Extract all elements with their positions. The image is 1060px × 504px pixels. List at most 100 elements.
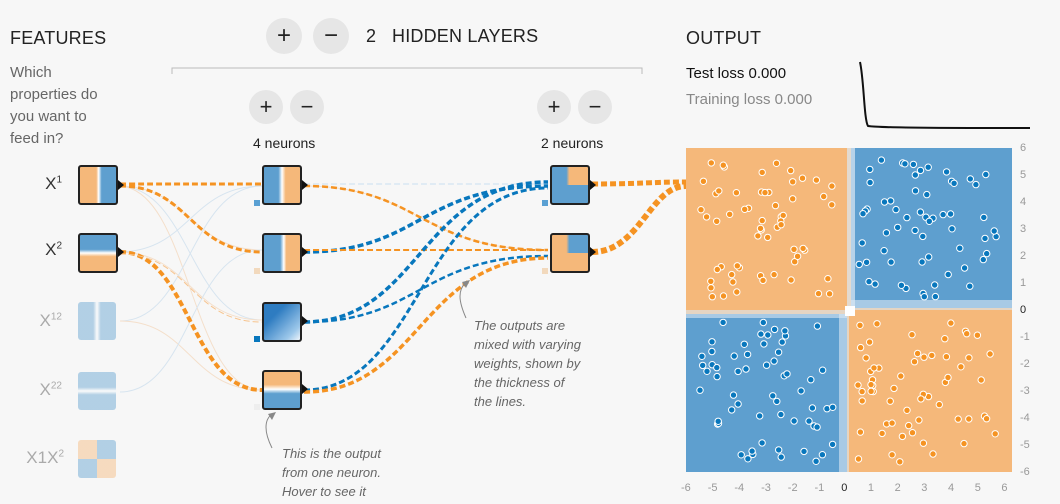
data-point <box>855 260 863 269</box>
data-point <box>916 208 925 216</box>
data-point <box>764 331 772 339</box>
x-tick-label: -5 <box>707 482 718 494</box>
remove-neuron-layer1-button[interactable]: − <box>290 90 324 124</box>
data-point <box>769 392 777 400</box>
neuron-l2-1[interactable] <box>550 165 590 205</box>
data-point <box>770 325 779 334</box>
data-point <box>713 372 721 381</box>
data-point <box>948 225 956 233</box>
neuron-l1-1[interactable] <box>262 165 302 205</box>
add-neuron-layer1-button[interactable]: + <box>249 90 283 124</box>
hidden-layers-bracket <box>171 67 643 74</box>
data-point <box>911 171 919 179</box>
data-point <box>812 457 820 465</box>
test-loss: Test loss 0.000 <box>686 65 787 82</box>
data-point <box>715 187 723 195</box>
data-point <box>886 397 894 405</box>
data-point <box>707 284 715 292</box>
feature-tile-x1[interactable] <box>78 165 118 205</box>
y-tick-label: 6 <box>1020 142 1027 154</box>
data-point <box>887 197 895 205</box>
data-point <box>910 358 919 366</box>
neuron-l1-3[interactable] <box>262 302 302 342</box>
layer2-links <box>303 180 549 394</box>
data-point <box>920 353 928 361</box>
data-point <box>854 381 862 389</box>
data-point <box>877 156 886 164</box>
x-tick-label: 4 <box>948 482 955 494</box>
x-tick-label: 3 <box>921 482 928 494</box>
data-point <box>888 451 896 459</box>
data-point <box>699 177 708 186</box>
data-point <box>772 159 781 168</box>
data-point <box>828 182 836 190</box>
neuron-l1-4[interactable] <box>262 370 302 410</box>
data-point <box>960 264 969 272</box>
remove-neuron-layer2-button[interactable]: − <box>578 90 612 124</box>
data-point <box>950 179 958 188</box>
data-point <box>856 321 864 329</box>
data-point <box>923 190 931 199</box>
data-point <box>931 281 939 289</box>
data-point <box>719 292 728 300</box>
data-point <box>699 361 707 370</box>
output-links <box>591 179 687 255</box>
data-point <box>903 213 911 222</box>
data-point <box>919 439 928 447</box>
data-point <box>871 280 879 288</box>
data-point <box>756 412 764 420</box>
data-point <box>944 373 952 382</box>
data-point <box>698 352 706 360</box>
data-point <box>748 447 756 455</box>
data-point <box>856 343 865 352</box>
data-point <box>966 282 974 290</box>
remove-layer-button[interactable]: − <box>313 18 349 54</box>
data-point <box>805 417 813 425</box>
data-point <box>733 288 741 296</box>
data-point <box>789 195 797 203</box>
hidden-layers-label: HIDDEN LAYERS <box>392 26 539 46</box>
data-point <box>873 320 881 328</box>
data-point <box>790 417 798 425</box>
data-point <box>771 201 780 210</box>
data-point <box>918 258 926 266</box>
data-point <box>729 391 738 399</box>
data-point <box>920 293 928 301</box>
data-point <box>800 447 808 456</box>
data-point <box>979 255 987 264</box>
neuron-l2-2[interactable] <box>550 233 590 273</box>
data-point <box>880 247 888 255</box>
data-point <box>777 221 785 229</box>
feature-tile-x1-squared[interactable] <box>78 302 116 340</box>
data-point <box>743 350 752 359</box>
x-tick-label: 5 <box>974 482 981 494</box>
data-point <box>797 387 805 395</box>
data-point <box>775 446 783 454</box>
feature-label-x2: X2 <box>45 240 62 259</box>
data-point <box>760 340 768 348</box>
feature-tile-x1x2[interactable] <box>78 440 116 478</box>
data-point <box>973 331 982 339</box>
data-point <box>729 278 737 286</box>
y-tick-label: 1 <box>1020 277 1027 289</box>
data-point <box>941 335 949 343</box>
output-heatmap <box>686 148 1012 472</box>
data-point <box>774 348 783 356</box>
feature-tile-x2-squared[interactable] <box>78 372 116 410</box>
data-point <box>813 322 822 330</box>
data-point <box>781 327 789 335</box>
y-tick-label: -2 <box>1020 358 1030 370</box>
data-point <box>919 232 927 241</box>
add-layer-button[interactable]: + <box>266 18 302 54</box>
data-point <box>734 400 742 408</box>
add-neuron-layer2-button[interactable]: + <box>537 90 571 124</box>
data-point <box>880 198 889 206</box>
bias-indicator <box>254 268 260 274</box>
data-point <box>901 160 909 168</box>
feature-tile-x2[interactable] <box>78 233 118 273</box>
data-point <box>799 244 807 253</box>
data-point <box>719 318 727 327</box>
neuron-l1-2[interactable] <box>262 233 302 273</box>
